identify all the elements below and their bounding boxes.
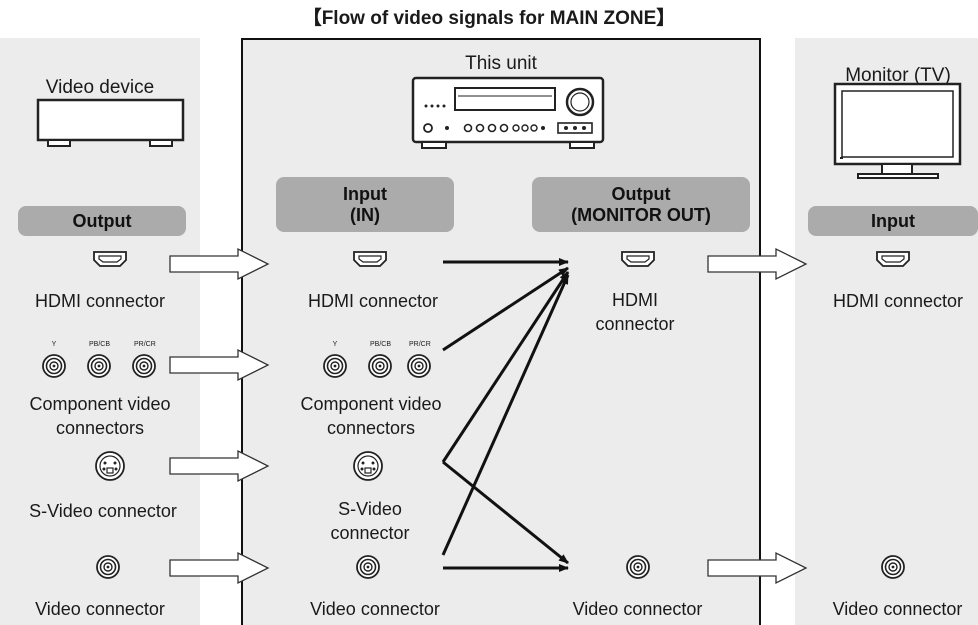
source-svideo-icon bbox=[95, 451, 125, 481]
out-hdmi-label-1: HDMI bbox=[612, 290, 658, 310]
route-svideo-to-video bbox=[442, 460, 569, 565]
unit-input-label-1: Input bbox=[343, 183, 387, 204]
unit-video-out-icon bbox=[626, 555, 650, 579]
unit-pin-pr: PR/CR bbox=[409, 341, 431, 348]
source-hdmi-icon bbox=[93, 251, 127, 267]
unit-pin-y: Y bbox=[332, 341, 338, 348]
unit-hdmi-out-icon bbox=[621, 251, 655, 267]
unit-video-label: Video connector bbox=[310, 599, 440, 619]
out-video-label: Video connector bbox=[572, 599, 703, 619]
unit-svideo-label-2: connector bbox=[330, 523, 410, 543]
monitor-input-badge: Input bbox=[808, 206, 978, 236]
unit-component-pb-icon bbox=[368, 354, 392, 378]
unit-output-label-1: Output bbox=[611, 183, 671, 204]
unit-svideo-label-1: S-Video bbox=[338, 499, 402, 519]
route-video-to-hdmi bbox=[441, 274, 570, 556]
source-pin-pb: PB/CB bbox=[89, 341, 111, 348]
tv-monitor-icon bbox=[833, 82, 962, 179]
source-output-label: Output bbox=[72, 210, 132, 231]
unit-component-label-2: connectors bbox=[326, 418, 416, 438]
diagram-title: 【Flow of video signals for MAIN ZONE】 bbox=[302, 8, 676, 29]
monitor-hdmi-label: HDMI connector bbox=[832, 291, 964, 311]
unit-component-label-1: Component video bbox=[300, 394, 442, 414]
source-video-label: Video connector bbox=[35, 599, 165, 619]
source-svideo-label: S-Video connector bbox=[29, 501, 177, 521]
unit-input-badge: Input(IN) bbox=[276, 177, 454, 232]
unit-hdmi-label: HDMI connector bbox=[307, 291, 439, 311]
source-output-badge: Output bbox=[18, 206, 186, 236]
unit-output-badge: Output(MONITOR OUT) bbox=[532, 177, 750, 232]
unit-input-label-2: (IN) bbox=[350, 204, 380, 225]
source-pin-y: Y bbox=[51, 341, 57, 348]
out-hdmi-label-2: connector bbox=[595, 314, 675, 334]
source-component-pb-icon bbox=[87, 354, 111, 378]
source-component-label-2: connectors bbox=[55, 418, 145, 438]
arrow-video-in bbox=[169, 552, 269, 584]
av-receiver-icon bbox=[411, 76, 605, 149]
source-pin-pr: PR/CR bbox=[134, 341, 156, 348]
internal-routing bbox=[441, 258, 570, 572]
source-component-pr-icon bbox=[132, 354, 156, 378]
arrow-video-out bbox=[707, 552, 807, 584]
monitor-video-label: Video connector bbox=[832, 599, 963, 619]
route-component-to-hdmi bbox=[442, 266, 569, 352]
monitor-hdmi-icon bbox=[876, 251, 910, 267]
monitor-input-label: Input bbox=[871, 210, 915, 231]
unit-pin-pb: PB/CB bbox=[370, 341, 392, 348]
arrow-svideo-in bbox=[169, 450, 269, 482]
arrow-component-in bbox=[169, 349, 269, 381]
monitor-label: Monitor (TV) bbox=[845, 65, 951, 86]
video-device-label: Video device bbox=[45, 77, 155, 98]
source-component-label-1: Component video bbox=[29, 394, 171, 414]
unit-hdmi-in-icon bbox=[353, 251, 387, 267]
route-svideo-to-hdmi bbox=[441, 271, 570, 463]
unit-component-y-icon bbox=[323, 354, 347, 378]
arrow-hdmi-in bbox=[169, 248, 269, 280]
unit-output-label-2: (MONITOR OUT) bbox=[571, 204, 711, 225]
video-device-icon bbox=[36, 98, 185, 147]
unit-component-pr-icon bbox=[407, 354, 431, 378]
this-unit-label: This unit bbox=[465, 53, 537, 74]
arrow-hdmi-out bbox=[707, 248, 807, 280]
source-hdmi-label: HDMI connector bbox=[34, 291, 166, 311]
source-video-icon bbox=[96, 555, 120, 579]
unit-svideo-icon bbox=[353, 451, 383, 481]
monitor-video-icon bbox=[881, 555, 905, 579]
unit-video-in-icon bbox=[356, 555, 380, 579]
source-component-y-icon bbox=[42, 354, 66, 378]
